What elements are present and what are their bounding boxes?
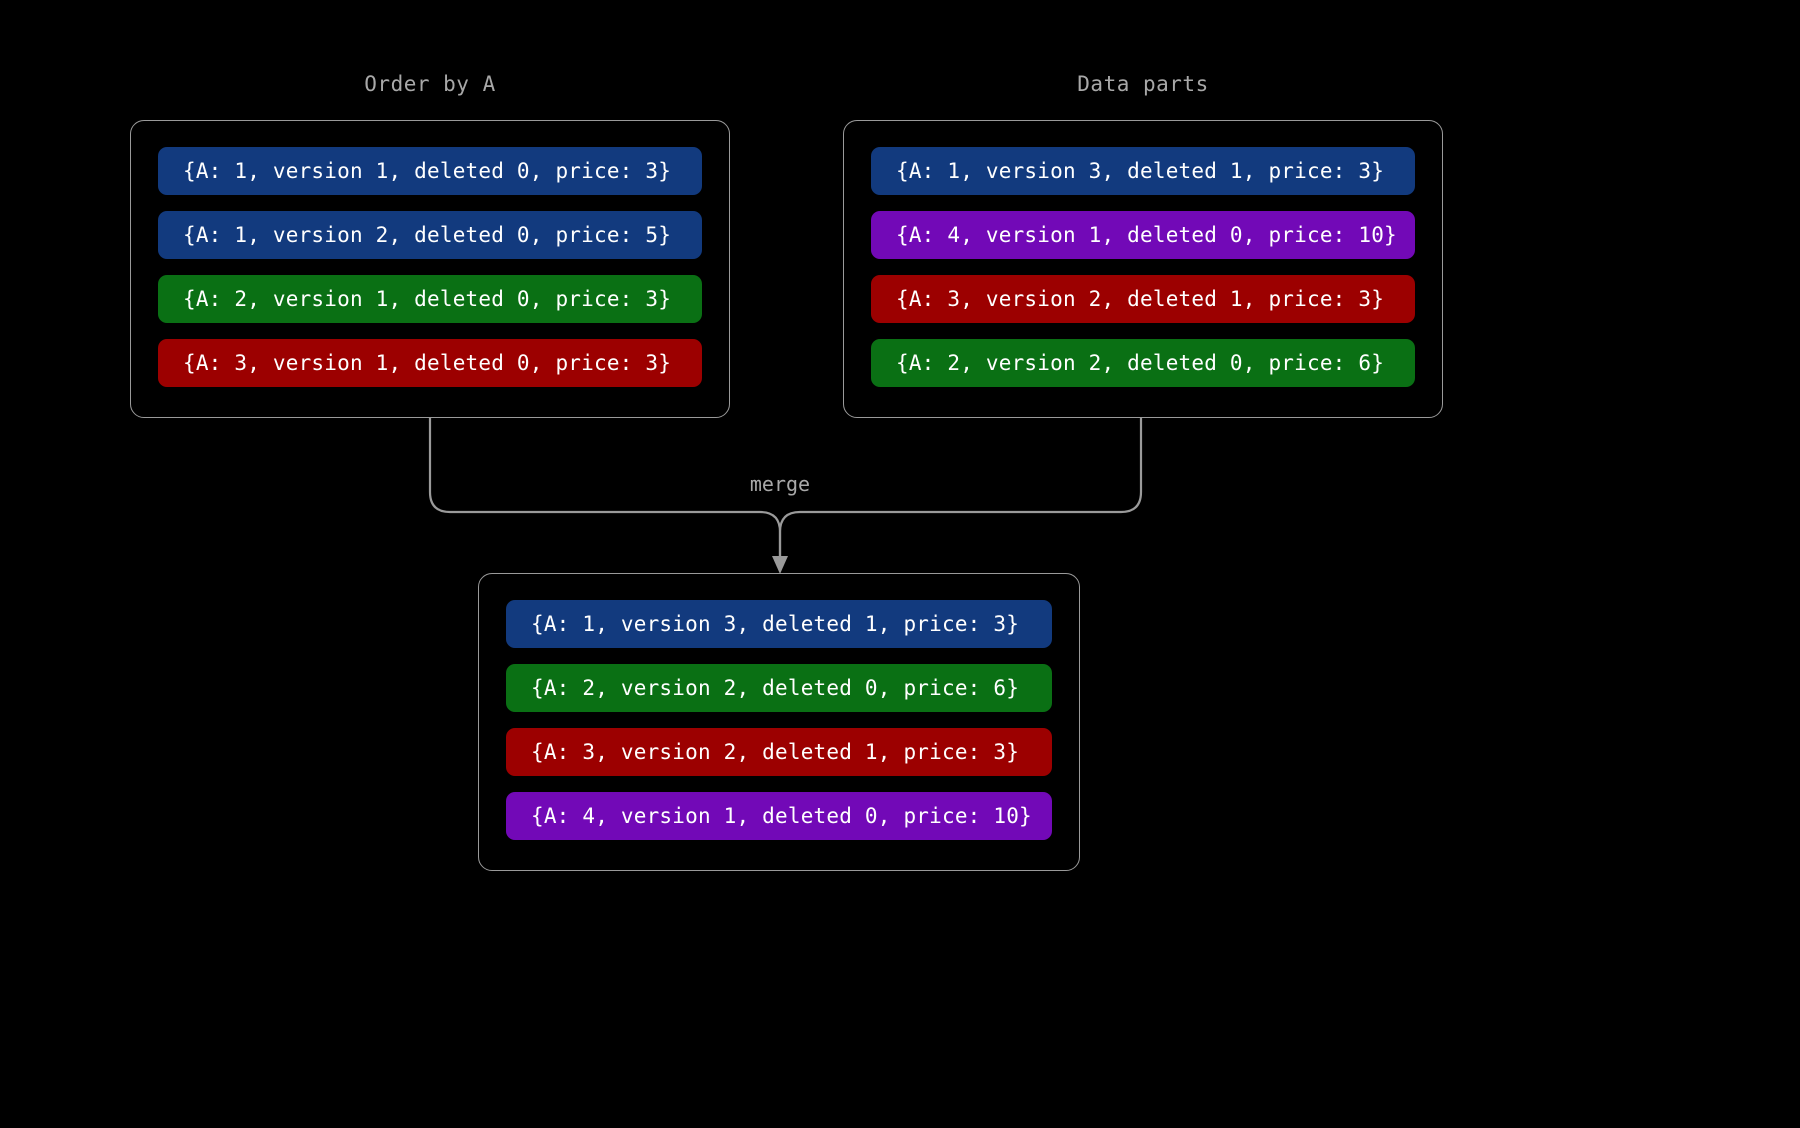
row-label: {A: 4, version 1, deleted 0, price: 10} [531,804,1032,828]
row-item[interactable]: {A: 3, version 1, deleted 0, price: 3} [158,339,702,387]
row-item[interactable]: {A: 3, version 2, deleted 1, price: 3} [506,728,1052,776]
merge-label: merge [749,472,811,496]
row-item[interactable]: {A: 3, version 2, deleted 1, price: 3} [871,275,1415,323]
row-label: {A: 3, version 1, deleted 0, price: 3} [183,351,672,375]
panel-order-by: {A: 1, version 1, deleted 0, price: 3} {… [130,120,730,418]
row-item[interactable]: {A: 1, version 1, deleted 0, price: 3} [158,147,702,195]
row-label: {A: 1, version 3, deleted 1, price: 3} [531,612,1020,636]
row-label: {A: 2, version 2, deleted 0, price: 6} [531,676,1020,700]
row-item[interactable]: {A: 1, version 2, deleted 0, price: 5} [158,211,702,259]
panel-title-order-by: Order by A [364,72,496,96]
row-item[interactable]: {A: 2, version 1, deleted 0, price: 3} [158,275,702,323]
row-item[interactable]: {A: 1, version 3, deleted 1, price: 3} [506,600,1052,648]
panel-data-parts: {A: 1, version 3, deleted 1, price: 3} {… [843,120,1443,418]
panel-title-data-parts: Data parts [1077,72,1209,96]
row-item[interactable]: {A: 1, version 3, deleted 1, price: 3} [871,147,1415,195]
panel-merged-result: {A: 1, version 3, deleted 1, price: 3} {… [478,573,1080,871]
row-label: {A: 1, version 2, deleted 0, price: 5} [183,223,672,247]
row-item[interactable]: {A: 2, version 2, deleted 0, price: 6} [871,339,1415,387]
row-label: {A: 2, version 1, deleted 0, price: 3} [183,287,672,311]
arrow-head-icon [772,556,788,574]
row-item[interactable]: {A: 4, version 1, deleted 0, price: 10} [871,211,1415,259]
row-item[interactable]: {A: 2, version 2, deleted 0, price: 6} [506,664,1052,712]
row-label: {A: 2, version 2, deleted 0, price: 6} [896,351,1385,375]
row-label: {A: 3, version 2, deleted 1, price: 3} [896,287,1385,311]
row-label: {A: 1, version 1, deleted 0, price: 3} [183,159,672,183]
row-label: {A: 3, version 2, deleted 1, price: 3} [531,740,1020,764]
row-label: {A: 4, version 1, deleted 0, price: 10} [896,223,1397,247]
row-label: {A: 1, version 3, deleted 1, price: 3} [896,159,1385,183]
row-item[interactable]: {A: 4, version 1, deleted 0, price: 10} [506,792,1052,840]
